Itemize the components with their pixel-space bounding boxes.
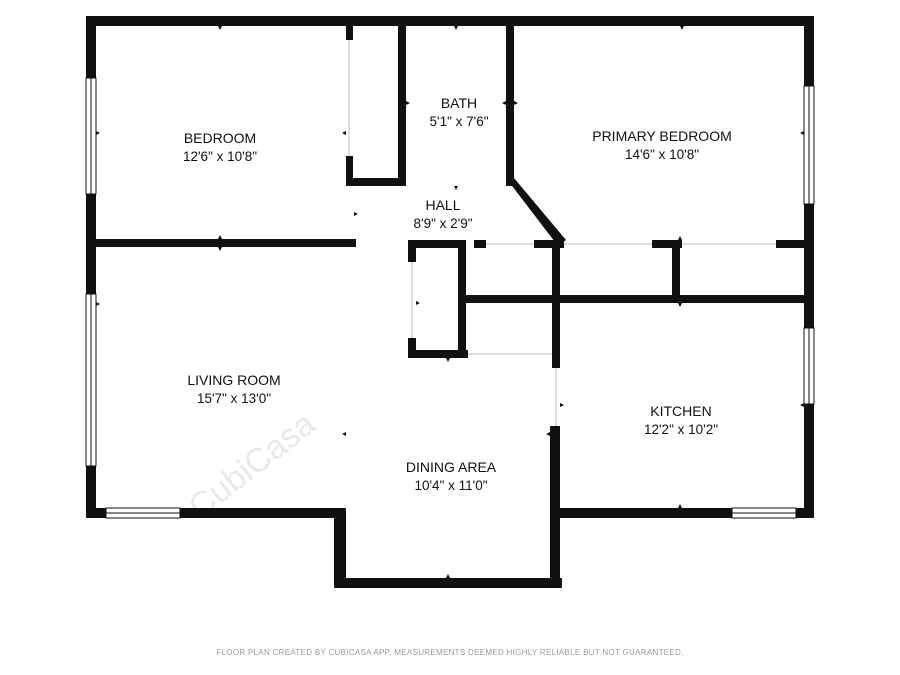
marker [800, 131, 804, 135]
wall-outer-right-mid [804, 204, 814, 328]
wall-primary-bottom-b [534, 240, 564, 248]
wall-bedroom-right-top [346, 26, 353, 40]
dimension-markers [96, 26, 804, 578]
room-label-bedroom: BEDROOM [184, 130, 256, 146]
marker [678, 504, 682, 508]
marker [446, 574, 450, 578]
wall-bedroom-right-low [346, 156, 353, 186]
wall-primary-bottom-a [474, 240, 486, 248]
wall-primary-bottom-c [652, 240, 682, 248]
marker [218, 26, 222, 30]
room-dim-bedroom: 12'6" x 10'8" [183, 149, 257, 164]
wall-outer-right-low [804, 404, 814, 518]
marker [514, 101, 518, 105]
marker [680, 26, 684, 30]
room-dim-bath: 5'1" x 7'6" [429, 114, 488, 129]
marker [546, 432, 550, 436]
marker [454, 186, 458, 190]
wall-dining-bottom [334, 578, 562, 588]
wall-outer-left-upper [86, 16, 96, 78]
marker [406, 101, 410, 105]
wall-closet-left-low [408, 338, 416, 358]
marker [454, 26, 458, 30]
wall-living-bottom-b [180, 508, 346, 518]
marker [218, 235, 222, 239]
marker [502, 101, 506, 105]
wall-primary-bottom-d [776, 240, 814, 248]
wall-outer-left-lower [86, 466, 96, 518]
wall-kitchen-bottom-b [796, 508, 814, 518]
marker [96, 302, 100, 306]
marker [218, 247, 222, 251]
room-label-dining-area: DINING AREA [406, 459, 497, 475]
room-label-hall: HALL [425, 197, 460, 213]
wall-center-vertical [552, 240, 560, 368]
wall-kitchen-left [552, 426, 560, 518]
room-dim-kitchen: 12'2" x 10'2" [644, 422, 718, 437]
wall-bedroom-bottom [86, 239, 356, 247]
room-dim-primary-bedroom: 14'6" x 10'8" [625, 147, 699, 162]
marker [342, 131, 346, 135]
windows [85, 77, 815, 519]
marker [560, 403, 564, 407]
marker [678, 303, 682, 307]
room-dim-hall: 8'9" x 2'9" [413, 216, 472, 231]
openings [348, 40, 776, 426]
room-dim-living-room: 15'7" x 13'0" [197, 391, 271, 406]
wall-closet-left [408, 240, 416, 262]
room-labels: BEDROOM 12'6" x 10'8" BATH 5'1" x 7'6" P… [183, 95, 732, 493]
wall-outer-top [86, 16, 814, 26]
room-dim-dining-area: 10'4" x 11'0" [414, 478, 487, 493]
wall-outer-right-top [804, 16, 814, 86]
wall-hall-bottom [410, 240, 460, 248]
wall-closet-divider [672, 240, 680, 302]
marker [446, 358, 450, 362]
footer-disclaimer: FLOOR PLAN CREATED BY CUBICASA APP. MEAS… [216, 648, 683, 657]
marker [416, 301, 420, 305]
marker [342, 432, 346, 436]
wall-living-bottom-a [86, 508, 106, 518]
marker [96, 131, 100, 135]
room-label-primary-bedroom: PRIMARY BEDROOM [592, 128, 732, 144]
wall-dining-left [334, 508, 346, 588]
room-label-bath: BATH [441, 95, 477, 111]
room-label-living-room: LIVING ROOM [187, 372, 280, 388]
wall-kitchen-top [460, 295, 814, 303]
marker [678, 236, 682, 240]
wall-closet-bottom [346, 178, 404, 186]
marker [800, 403, 804, 407]
wall-bath-right [506, 26, 514, 186]
wall-kitchen-bottom-a [550, 508, 732, 518]
walls [86, 16, 814, 588]
wall-bath-left [398, 26, 406, 186]
marker [354, 212, 358, 216]
room-label-kitchen: KITCHEN [650, 403, 711, 419]
wall-hall-diagonal [506, 178, 566, 246]
wall-closet-bottom-low [408, 350, 468, 358]
